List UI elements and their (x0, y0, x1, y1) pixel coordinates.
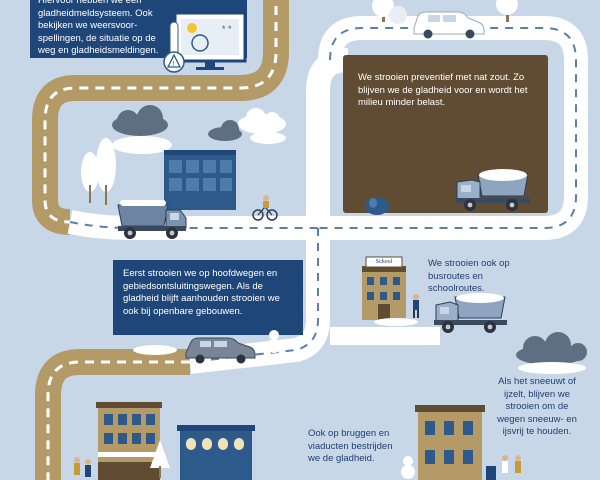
bush-icon (365, 197, 389, 215)
bus-routes-text: We strooien ook op busroutes en schoolro… (428, 258, 538, 296)
school-sign: School (366, 258, 402, 266)
bridges-text: Ook op bruggen en viaducten bestrijden w… (308, 428, 403, 466)
office-building (164, 150, 236, 210)
main-roads-text: Eerst strooien we op hoofdwegen en gebie… (123, 268, 295, 318)
preventive-text: We strooien preventief met nat zout. Zo … (358, 72, 538, 110)
main-roads-text-content: Eerst strooien we op hoofdwegen en gebie… (123, 268, 280, 317)
warning-thermometer-icon: ! (163, 21, 185, 73)
snowman-icon (267, 330, 281, 353)
person-icon (74, 457, 91, 477)
top-tree-left (372, 0, 407, 24)
salt-truck-icon (117, 200, 187, 239)
main-roads-box (113, 260, 303, 335)
salt-truck-icon (455, 169, 530, 211)
school-sign-label: School (375, 259, 393, 265)
car-icon (185, 337, 256, 364)
intro-text-content: Hiervoor hebben we een gladheidmeldsyste… (38, 0, 159, 56)
school-building (362, 256, 406, 320)
townhouse-middle (177, 425, 255, 480)
snow-text-content: Als het sneeuwt of ijzelt, blijven we st… (497, 376, 577, 437)
tree-icon (150, 440, 170, 478)
townhouse-right (415, 405, 485, 480)
cloud-icon (516, 332, 587, 374)
svg-text:!: ! (173, 61, 175, 68)
person-icon (486, 455, 521, 480)
snow-text: Als het sneeuwt of ijzelt, blijven we st… (497, 376, 577, 439)
svg-text:* *: * * (222, 24, 232, 34)
salt-truck-icon (434, 293, 507, 333)
cloud-icon (112, 105, 286, 154)
top-tree-right (496, 0, 518, 22)
preventive-text-content: We strooien preventief met nat zout. Zo … (358, 72, 528, 108)
monitor-icon: * * (173, 11, 247, 70)
intro-text: Hiervoor hebben we een gladheidmeldsyste… (38, 0, 168, 58)
person-icon (413, 294, 419, 318)
bus-routes-text-content: We strooien ook op busroutes en schoolro… (428, 258, 510, 294)
townhouse-left (96, 402, 162, 480)
tree-icon (81, 138, 116, 205)
cyclist-icon (252, 195, 278, 221)
brown-road (32, 0, 289, 480)
car-icon (413, 11, 485, 39)
bridges-text-content: Ook op bruggen en viaducten bestrijden w… (308, 428, 393, 464)
snowman-icon (401, 456, 415, 479)
